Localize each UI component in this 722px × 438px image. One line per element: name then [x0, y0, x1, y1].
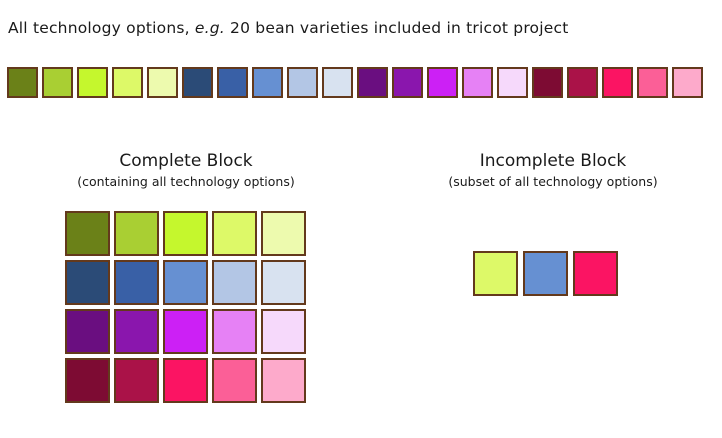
option-swatch-purple-2 [114, 309, 159, 354]
title-eg-italic: e.g. [194, 19, 225, 37]
option-swatch-blue-2 [217, 67, 248, 98]
title-prefix: All technology options, [8, 19, 195, 37]
option-swatch-green-4 [112, 67, 143, 98]
page-title: All technology options, e.g. 20 bean var… [8, 19, 568, 37]
option-swatch-green-5 [147, 67, 178, 98]
option-swatch-pink-2 [114, 358, 159, 403]
all-options-row [7, 67, 703, 98]
option-swatch-purple-4 [212, 309, 257, 354]
option-swatch-green-2 [114, 211, 159, 256]
option-swatch-blue-3 [523, 251, 568, 296]
option-swatch-blue-5 [261, 260, 306, 305]
option-swatch-green-4 [473, 251, 518, 296]
incomplete-block-subheading: (subset of all technology options) [448, 174, 658, 189]
complete-block-grid [65, 211, 306, 403]
option-swatch-purple-3 [163, 309, 208, 354]
option-swatch-blue-2 [114, 260, 159, 305]
option-swatch-green-5 [261, 211, 306, 256]
option-swatch-purple-5 [497, 67, 528, 98]
option-swatch-pink-5 [261, 358, 306, 403]
incomplete-block-heading: Incomplete Block [479, 151, 627, 171]
option-swatch-blue-4 [212, 260, 257, 305]
option-swatch-pink-3 [573, 251, 618, 296]
option-swatch-green-1 [7, 67, 38, 98]
option-swatch-pink-3 [163, 358, 208, 403]
option-swatch-green-3 [163, 211, 208, 256]
option-swatch-pink-2 [567, 67, 598, 98]
option-swatch-pink-3 [602, 67, 633, 98]
title-suffix: 20 bean varieties included in tricot pro… [224, 19, 569, 37]
complete-block-label: Complete Block (containing all technolog… [48, 151, 324, 189]
option-swatch-green-4 [212, 211, 257, 256]
option-swatch-purple-2 [392, 67, 423, 98]
option-swatch-green-1 [65, 211, 110, 256]
option-swatch-purple-1 [65, 309, 110, 354]
option-swatch-blue-3 [252, 67, 283, 98]
option-swatch-purple-1 [357, 67, 388, 98]
incomplete-block-label: Incomplete Block (subset of all technolo… [415, 151, 691, 189]
incomplete-block-row [473, 251, 618, 296]
option-swatch-purple-4 [462, 67, 493, 98]
option-swatch-pink-5 [672, 67, 703, 98]
option-swatch-blue-1 [65, 260, 110, 305]
option-swatch-purple-5 [261, 309, 306, 354]
option-swatch-pink-4 [212, 358, 257, 403]
option-swatch-blue-4 [287, 67, 318, 98]
option-swatch-blue-1 [182, 67, 213, 98]
option-swatch-purple-3 [427, 67, 458, 98]
option-swatch-blue-5 [322, 67, 353, 98]
complete-block-heading: Complete Block [119, 151, 253, 171]
option-swatch-pink-1 [65, 358, 110, 403]
option-swatch-pink-1 [532, 67, 563, 98]
complete-block-subheading: (containing all technology options) [77, 174, 295, 189]
option-swatch-blue-3 [163, 260, 208, 305]
option-swatch-green-2 [42, 67, 73, 98]
option-swatch-green-3 [77, 67, 108, 98]
option-swatch-pink-4 [637, 67, 668, 98]
